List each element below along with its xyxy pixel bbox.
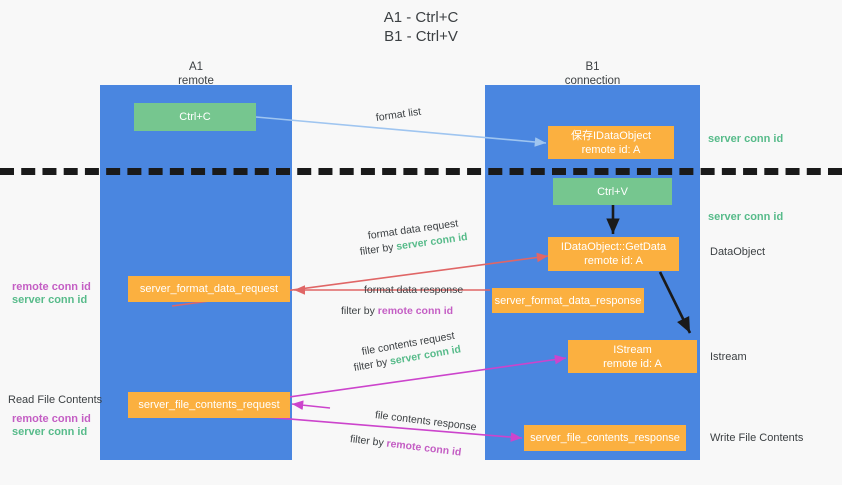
node-save-idataobject-line1: 保存IDataObject xyxy=(570,129,652,142)
node-ctrl-v[interactable]: Ctrl+V xyxy=(553,178,672,205)
column-a1-sub: remote xyxy=(178,75,214,87)
node-idataobject-getdata[interactable]: IDataObject::GetData remote id: A xyxy=(548,237,679,271)
node-ctrl-v-line1: Ctrl+V xyxy=(597,185,628,198)
arrow-label-format-data-response: format data response xyxy=(364,284,464,296)
label-server-conn-id-lower: server conn id xyxy=(12,426,88,438)
node-ctrl-c-line1: Ctrl+C xyxy=(179,111,211,123)
label-read-file-contents: Read File Contents xyxy=(8,394,103,406)
filter-prefix-1: filter by xyxy=(359,240,398,258)
node-ctrl-c[interactable]: Ctrl+C xyxy=(134,103,256,131)
node-server-format-data-request-label: server_format_data_request xyxy=(139,283,279,295)
node-server-format-data-request[interactable]: server_format_data_request xyxy=(128,276,290,302)
filter-prefix-3: filter by xyxy=(352,355,392,374)
diagram-title: A1 - Ctrl+C B1 - Ctrl+V xyxy=(0,8,842,46)
label-istream: Istream xyxy=(710,351,747,363)
arrow-label-format-list: format list xyxy=(375,105,422,124)
label-write-file-contents: Write File Contents xyxy=(710,432,804,444)
column-a1-name: A1 xyxy=(188,61,204,73)
label-server-conn-id-top: server conn id xyxy=(708,133,784,145)
arrow-label-file-contents-response: file contents response xyxy=(374,409,478,434)
arrow-label-format-data-response-filter: filter by remote conn id xyxy=(341,305,453,318)
column-b1-sub: connection xyxy=(564,75,621,87)
node-server-file-contents-request[interactable]: server_file_contents_request xyxy=(128,392,290,418)
filter-prefix-4: filter by xyxy=(349,433,388,450)
label-remote-conn-id-upper: remote conn id xyxy=(12,281,91,293)
filter-value-2: remote conn id xyxy=(377,305,454,317)
node-server-file-contents-response[interactable]: server_file_contents_response xyxy=(524,425,686,451)
label-dataobject: DataObject xyxy=(710,246,766,258)
node-save-idataobject-line2: remote id: A xyxy=(581,143,641,156)
node-istream-line1: IStream xyxy=(613,343,652,356)
column-header-b1: B1 connection xyxy=(485,60,700,88)
node-server-file-contents-request-label: server_file_contents_request xyxy=(138,399,280,411)
node-istream[interactable]: IStream remote id: A xyxy=(568,340,697,373)
filter-value-4: remote conn id xyxy=(385,437,462,459)
node-server-format-data-response-label: server_format_data_response xyxy=(494,294,642,307)
column-header-a1: A1 remote xyxy=(100,60,292,88)
node-istream-line2: remote id: A xyxy=(603,357,662,370)
column-b1-name: B1 xyxy=(585,61,600,73)
arrow-label-file-contents-response-filter: filter by remote conn id xyxy=(349,433,462,460)
arrow-into-file-contents-request-box xyxy=(291,400,331,410)
label-server-conn-id-mid: server conn id xyxy=(708,211,784,223)
node-idataobject-getdata-line2: remote id: A xyxy=(584,255,643,267)
phase-divider xyxy=(0,168,842,175)
label-remote-conn-id-lower: remote conn id xyxy=(12,413,91,425)
node-idataobject-getdata-line1: IDataObject::GetData xyxy=(560,241,667,253)
label-server-conn-id-upper: server conn id xyxy=(12,294,88,306)
title-line-1: A1 - Ctrl+C xyxy=(383,9,459,26)
title-line-2: B1 - Ctrl+V xyxy=(384,28,458,45)
node-save-idataobject[interactable]: 保存IDataObject remote id: A xyxy=(548,126,674,159)
filter-prefix-2: filter by xyxy=(341,305,378,317)
node-server-format-data-response[interactable]: server_format_data_response xyxy=(492,288,644,313)
node-server-file-contents-response-label: server_file_contents_response xyxy=(530,432,680,444)
